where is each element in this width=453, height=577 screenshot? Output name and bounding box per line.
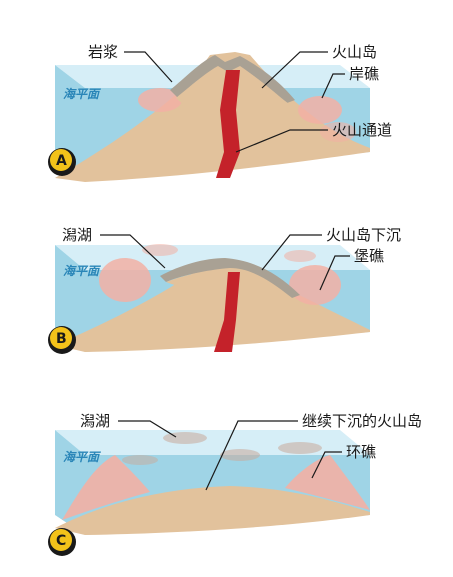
badge-b-letter: B <box>56 331 67 347</box>
land-b <box>55 262 370 352</box>
reef-right2-a <box>320 122 356 142</box>
panel-c <box>55 430 370 535</box>
lagoon-top-left-c <box>163 432 207 444</box>
lagoon-top-right-c <box>278 442 322 454</box>
reef-top-right-b <box>284 250 316 262</box>
fringing-reef-label: 岸礁 <box>349 65 379 83</box>
leader-lagoon-b <box>100 234 166 269</box>
volcanic-island-label: 火山岛 <box>332 43 377 61</box>
reef-left-a <box>138 88 182 112</box>
badge-c: C <box>48 528 76 556</box>
panel-b <box>55 244 370 352</box>
leader-magma <box>124 51 173 83</box>
badge-a-letter: A <box>56 153 67 169</box>
reef-right-b <box>289 265 341 305</box>
crater-rock-a <box>170 55 295 103</box>
badge-c-letter: C <box>56 533 66 549</box>
leader-atoll <box>311 451 342 479</box>
leader-fringing-reef <box>321 73 345 99</box>
leader-volcanic-island <box>261 51 328 89</box>
lagoon-label-b: 潟湖 <box>62 226 92 244</box>
land-c <box>55 486 370 535</box>
crater-rock-b <box>160 258 300 298</box>
reef-left-b <box>99 258 151 302</box>
sea-level-label-c: 海平面 <box>63 450 101 464</box>
sea-level-label-a: 海平面 <box>63 87 101 101</box>
leader-volcanic-conduit <box>235 129 328 153</box>
leader-lagoon-c <box>118 420 177 438</box>
volcanic-conduit-a <box>216 70 240 178</box>
badge-a: A <box>48 148 76 176</box>
leader-barrier-reef <box>319 255 350 291</box>
reef-top-left-b <box>142 244 178 256</box>
continued-sinking-label: 继续下沉的火山岛 <box>302 412 422 430</box>
leader-sinking-island <box>261 234 322 271</box>
atoll-ring-right-c <box>285 455 370 510</box>
atoll-label: 环礁 <box>346 443 376 461</box>
barrier-reef-label: 堡礁 <box>354 247 384 265</box>
badge-b: B <box>48 326 76 354</box>
leader-continued-sinking <box>205 420 298 491</box>
atoll-ring-left-c <box>62 455 150 520</box>
lagoon-top-mid-c <box>220 449 260 461</box>
sea-surface-c <box>55 430 370 455</box>
lagoon-top-far-c <box>122 455 158 465</box>
lagoon-label-c: 潟湖 <box>80 412 110 430</box>
panel-a <box>55 52 370 182</box>
magma-label: 岩浆 <box>88 43 118 61</box>
volcanic-conduit-label: 火山通道 <box>332 121 392 139</box>
sinking-island-label: 火山岛下沉 <box>326 226 401 244</box>
sea-level-label-b: 海平面 <box>63 264 101 278</box>
reef-right-a <box>298 96 342 124</box>
volcanic-conduit-b <box>214 272 240 352</box>
